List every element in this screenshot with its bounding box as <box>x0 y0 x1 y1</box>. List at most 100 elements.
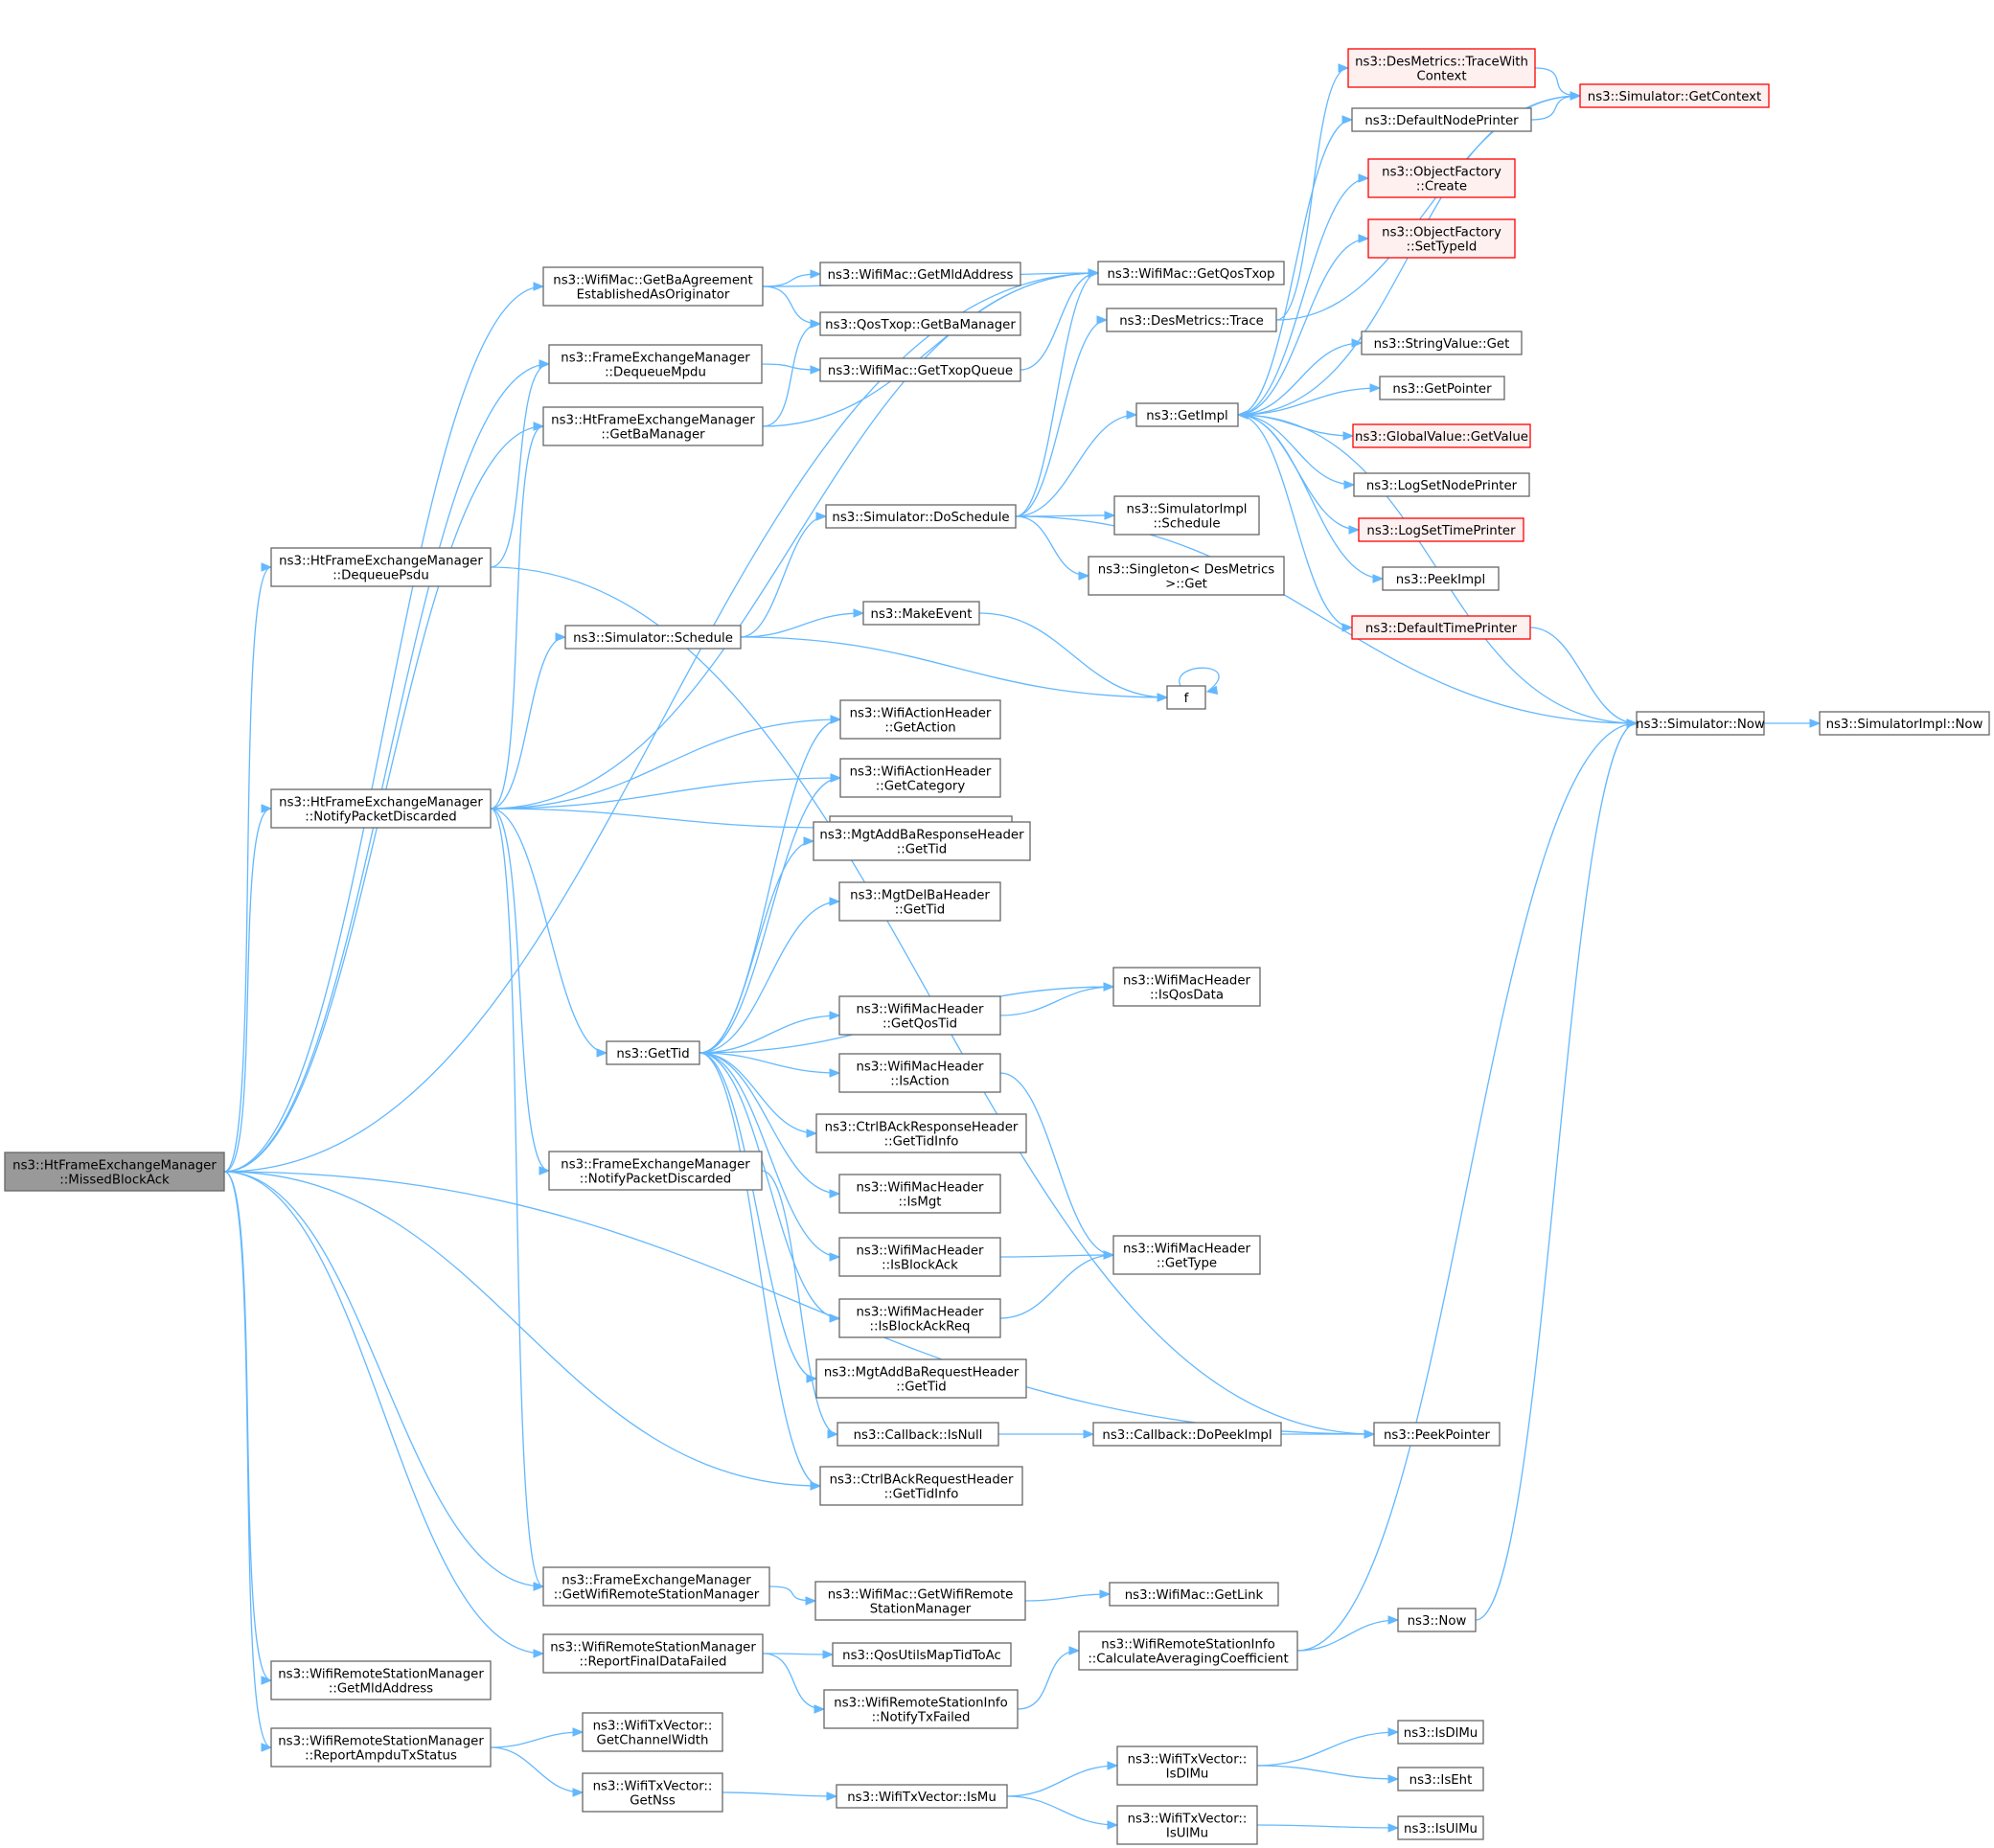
node-wrsi-calc-avg[interactable]: ns3::WifiRemoteStationInfo::CalculateAve… <box>1078 1631 1298 1671</box>
node-fem-get-wrsm[interactable]: ns3::FrameExchangeManager::GetWifiRemote… <box>542 1566 770 1607</box>
node-label: ns3::MgtDelBaHeader <box>850 889 990 903</box>
node-mac-get-mld[interactable]: ns3::WifiMac::GetMldAddress <box>819 262 1021 286</box>
node-label: ns3::SimulatorImpl <box>1127 503 1248 517</box>
node-htfem-get-ba-manager[interactable]: ns3::HtFrameExchangeManager::GetBaManage… <box>542 406 764 446</box>
edge-des-trace-to-des-trace-with-context-arrowhead <box>1338 63 1350 73</box>
node-get-tid[interactable]: ns3::GetTid <box>606 1040 700 1065</box>
node-sim-impl-schedule[interactable]: ns3::SimulatorImpl::Schedule <box>1113 495 1260 536</box>
node-peek-pointer[interactable]: ns3::PeekPointer <box>1373 1422 1501 1447</box>
node-sim-get-context[interactable]: ns3::Simulator::GetContext <box>1579 83 1770 108</box>
edge-get-tid-to-hdr-is-mgt-arrowhead <box>829 1189 841 1198</box>
node-wrsm-report-final[interactable]: ns3::WifiRemoteStationManager::ReportFin… <box>542 1633 764 1674</box>
node-add-ba-req-tid[interactable]: ns3::MgtAddBaRequestHeader::GetTid <box>815 1358 1027 1399</box>
node-hdr-get-type[interactable]: ns3::WifiMacHeader::GetType <box>1112 1235 1261 1275</box>
node-htfem-dequeue-psdu[interactable]: ns3::HtFrameExchangeManager::DequeuePsdu <box>270 547 492 587</box>
edge-sim-schedule-to-fn <box>740 636 1168 698</box>
node-label: ns3::WifiRemoteStationManager <box>278 1735 484 1749</box>
node-obj-factory-create[interactable]: ns3::ObjectFactory::Create <box>1367 158 1516 198</box>
node-hdr-is-qos-data[interactable]: ns3::WifiMacHeader::IsQosData <box>1112 967 1261 1007</box>
node-htfem-notify-discarded[interactable]: ns3::HtFrameExchangeManager::NotifyPacke… <box>270 788 492 829</box>
edge-wrsm-report-ampdu-to-txv-get-nss-arrowhead <box>572 1788 584 1797</box>
node-sim-impl-now[interactable]: ns3::SimulatorImpl::Now <box>1819 711 1990 736</box>
node-hdr-get-qos-tid[interactable]: ns3::WifiMacHeader::GetQosTid <box>838 995 1001 1036</box>
node-txv-get-nss[interactable]: ns3::WifiTxVector::GetNss <box>582 1772 723 1813</box>
node-label: ::GetAction <box>884 721 955 736</box>
edge-htfem-notify-discarded-to-qos-reset-ba <box>490 808 831 829</box>
node-act-get-category[interactable]: ns3::WifiActionHeader::GetCategory <box>839 758 1001 798</box>
node-label: ns3::HtFrameExchangeManager <box>551 414 755 428</box>
node-txv-is-ul-mu[interactable]: ns3::WifiTxVector::IsUlMu <box>1116 1805 1258 1845</box>
node-singleton-get[interactable]: ns3::Singleton< DesMetrics>::Get <box>1088 556 1285 596</box>
node-label: ns3::IsUlMu <box>1404 1822 1478 1837</box>
node-box <box>270 788 492 829</box>
node-is-eht[interactable]: ns3::IsEht <box>1397 1767 1484 1791</box>
node-sim-now[interactable]: ns3::Simulator::Now <box>1636 711 1765 736</box>
node-get-ba-agreement[interactable]: ns3::WifiMac::GetBaAgreementEstablishedA… <box>542 266 764 307</box>
edge-cb-do-peek-impl-to-peek-pointer-arrowhead <box>1364 1429 1376 1439</box>
node-des-trace[interactable]: ns3::DesMetrics::Trace <box>1106 308 1277 332</box>
edge-wrsm-report-final-to-wrsi-notify-tx-failed <box>762 1653 825 1710</box>
edge-get-impl-to-default-node-printer <box>1237 119 1353 416</box>
edge-hdr-get-qos-tid-to-hdr-is-qos-data-arrowhead <box>1103 982 1115 992</box>
node-fem-notify-discarded[interactable]: ns3::FrameExchangeManager::NotifyPacketD… <box>548 1151 763 1191</box>
node-string-value-get[interactable]: ns3::StringValue::Get <box>1361 331 1523 355</box>
node-log-set-time-printer[interactable]: ns3::LogSetTimePrinter <box>1358 517 1524 542</box>
node-box <box>582 1712 723 1752</box>
node-log-set-node-printer[interactable]: ns3::LogSetNodePrinter <box>1353 472 1530 497</box>
node-hdr-is-action[interactable]: ns3::WifiMacHeader::IsAction <box>838 1053 1001 1093</box>
node-del-ba-tid[interactable]: ns3::MgtDelBaHeader::GetTid <box>838 881 1001 922</box>
edge-get-tid-to-act-get-action <box>699 719 841 1054</box>
node-qos-map-tid[interactable]: ns3::QosUtilsMapTidToAc <box>832 1642 1012 1667</box>
edge-txv-is-dl-mu-to-is-eht <box>1256 1765 1399 1780</box>
node-is-dl-mu[interactable]: ns3::IsDlMu <box>1397 1720 1484 1745</box>
edge-sim-schedule-to-sim-do-schedule <box>740 515 827 638</box>
node-add-ba-resp-tid[interactable]: ns3::MgtAddBaResponseHeader::GetTid <box>813 821 1031 861</box>
node-txv-is-mu[interactable]: ns3::WifiTxVector::IsMu <box>836 1784 1008 1809</box>
node-peek-impl[interactable]: ns3::PeekImpl <box>1382 566 1500 591</box>
node-mac-get-txop-queue[interactable]: ns3::WifiMac::GetTxopQueue <box>819 357 1021 382</box>
node-get-impl[interactable]: ns3::GetImpl <box>1135 402 1239 427</box>
node-sim-do-schedule[interactable]: ns3::Simulator::DoSchedule <box>825 504 1017 529</box>
node-hdr-is-block-ack-req[interactable]: ns3::WifiMacHeader::IsBlockAckReq <box>838 1298 1001 1338</box>
edge-sim-schedule-to-make-event <box>740 612 864 638</box>
node-ns-now[interactable]: ns3::Now <box>1397 1608 1477 1632</box>
node-label: ns3::Now <box>1408 1614 1467 1629</box>
node-mac-get-link[interactable]: ns3::WifiMac::GetLink <box>1109 1582 1279 1607</box>
node-make-event[interactable]: ns3::MakeEvent <box>862 601 980 626</box>
node-hdr-is-mgt[interactable]: ns3::WifiMacHeader::IsMgt <box>838 1174 1001 1214</box>
node-label: ns3::DesMetrics::Trace <box>1119 314 1264 329</box>
node-wrsm-get-mld[interactable]: ns3::WifiRemoteStationManager::GetMldAdd… <box>270 1660 492 1700</box>
node-default-node-printer[interactable]: ns3::DefaultNodePrinter <box>1351 107 1532 132</box>
node-default-time-printer[interactable]: ns3::DefaultTimePrinter <box>1351 615 1531 640</box>
node-act-get-action[interactable]: ns3::WifiActionHeader::GetAction <box>839 699 1001 740</box>
node-txv-is-dl-mu[interactable]: ns3::WifiTxVector::IsDlMu <box>1116 1745 1258 1786</box>
edge-fem-get-wrsm-to-mac-get-wrsm-arrowhead <box>805 1596 817 1606</box>
edge-wrsm-report-final-to-wrsi-notify-tx-failed-arrowhead <box>814 1704 826 1714</box>
node-global-value-get[interactable]: ns3::GlobalValue::GetValue <box>1352 423 1531 448</box>
edge-get-tid-to-del-ba-tid-arrowhead <box>829 897 841 906</box>
edge-sim-do-schedule-to-sim-now <box>1015 515 1638 724</box>
node-wrsm-report-ampdu[interactable]: ns3::WifiRemoteStationManager::ReportAmp… <box>270 1727 492 1768</box>
node-ctrl-resp-tid[interactable]: ns3::CtrlBAckResponseHeader::GetTidInfo <box>815 1113 1027 1153</box>
node-qos-get-ba-manager[interactable]: ns3::QosTxop::GetBaManager <box>819 311 1021 336</box>
node-is-ul-mu[interactable]: ns3::IsUlMu <box>1397 1815 1484 1840</box>
node-label: ::Schedule <box>1153 517 1220 532</box>
node-fem-dequeue-mpdu[interactable]: ns3::FrameExchangeManager::DequeueMpdu <box>548 344 763 384</box>
node-cb-do-peek-impl[interactable]: ns3::Callback::DoPeekImpl <box>1092 1422 1282 1447</box>
node-fn[interactable]: f <box>1166 685 1206 710</box>
node-ctrl-req-tid[interactable]: ns3::CtrlBAckRequestHeader::GetTidInfo <box>819 1466 1023 1506</box>
node-get-pointer[interactable]: ns3::GetPointer <box>1379 376 1505 400</box>
node-sim-schedule[interactable]: ns3::Simulator::Schedule <box>564 625 742 650</box>
node-box <box>1352 423 1531 448</box>
node-hdr-is-block-ack[interactable]: ns3::WifiMacHeader::IsBlockAck <box>838 1237 1001 1277</box>
node-label: ns3::WifiMacHeader <box>856 1003 984 1017</box>
node-mac-get-wrsm[interactable]: ns3::WifiMac::GetWifiRemoteStationManage… <box>814 1581 1026 1621</box>
node-cb-is-null[interactable]: ns3::Callback::IsNull <box>837 1422 999 1447</box>
node-txv-get-channel-width[interactable]: ns3::WifiTxVector::GetChannelWidth <box>582 1712 723 1752</box>
node-obj-factory-set-type-id[interactable]: ns3::ObjectFactory::SetTypeId <box>1367 218 1516 259</box>
node-root[interactable]: ns3::HtFrameExchangeManager::MissedBlock… <box>4 1152 225 1192</box>
node-mac-get-qos-txop[interactable]: ns3::WifiMac::GetQosTxop <box>1097 261 1285 285</box>
node-wrsi-notify-tx-failed[interactable]: ns3::WifiRemoteStationInfo::NotifyTxFail… <box>823 1689 1019 1729</box>
